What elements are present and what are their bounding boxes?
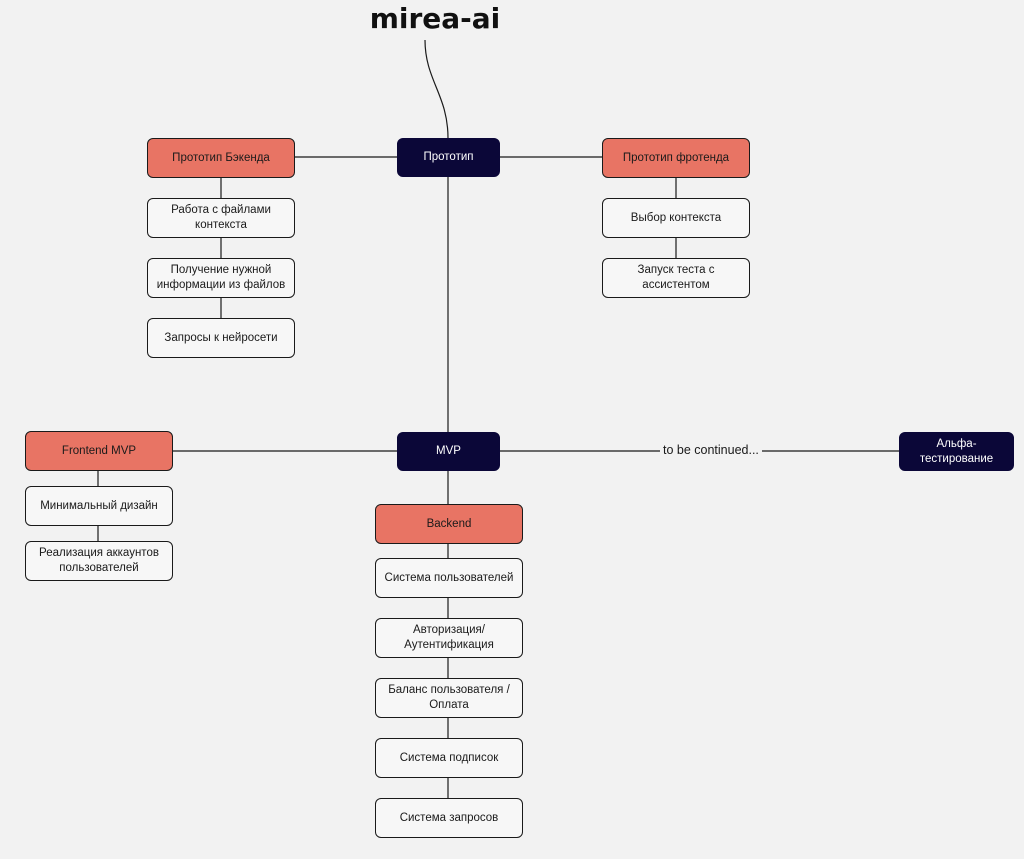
node-auth[interactable]: Авторизация/ Аутентификация (375, 618, 523, 658)
node-alpha-testing[interactable]: Альфа-тестирование (899, 432, 1014, 471)
node-prototype-backend[interactable]: Прототип Бэкенда (147, 138, 295, 178)
node-frontend-mvp[interactable]: Frontend MVP (25, 431, 173, 471)
title-connector (424, 39, 449, 139)
edge-label-to-be-continued: to be continued... (660, 443, 762, 457)
node-nn-requests[interactable]: Запросы к нейросети (147, 318, 295, 358)
node-test-launch[interactable]: Запуск теста с ассистентом (602, 258, 750, 298)
node-prototype-frontend[interactable]: Прототип фротенда (602, 138, 750, 178)
node-min-design[interactable]: Минимальный дизайн (25, 486, 173, 526)
node-mvp[interactable]: MVP (397, 432, 500, 471)
node-user-system[interactable]: Система пользователей (375, 558, 523, 598)
node-requests-system[interactable]: Система запросов (375, 798, 523, 838)
node-files-work[interactable]: Работа с файлами контекста (147, 198, 295, 238)
diagram-title: mirea-ai (369, 2, 501, 35)
node-prototype[interactable]: Прототип (397, 138, 500, 177)
node-context-choice[interactable]: Выбор контекста (602, 198, 750, 238)
node-accounts[interactable]: Реализация аккаунтов пользователей (25, 541, 173, 581)
node-balance[interactable]: Баланс пользователя / Оплата (375, 678, 523, 718)
node-info-extract[interactable]: Получение нужной информации из файлов (147, 258, 295, 298)
node-subscriptions[interactable]: Система подписок (375, 738, 523, 778)
node-backend[interactable]: Backend (375, 504, 523, 544)
